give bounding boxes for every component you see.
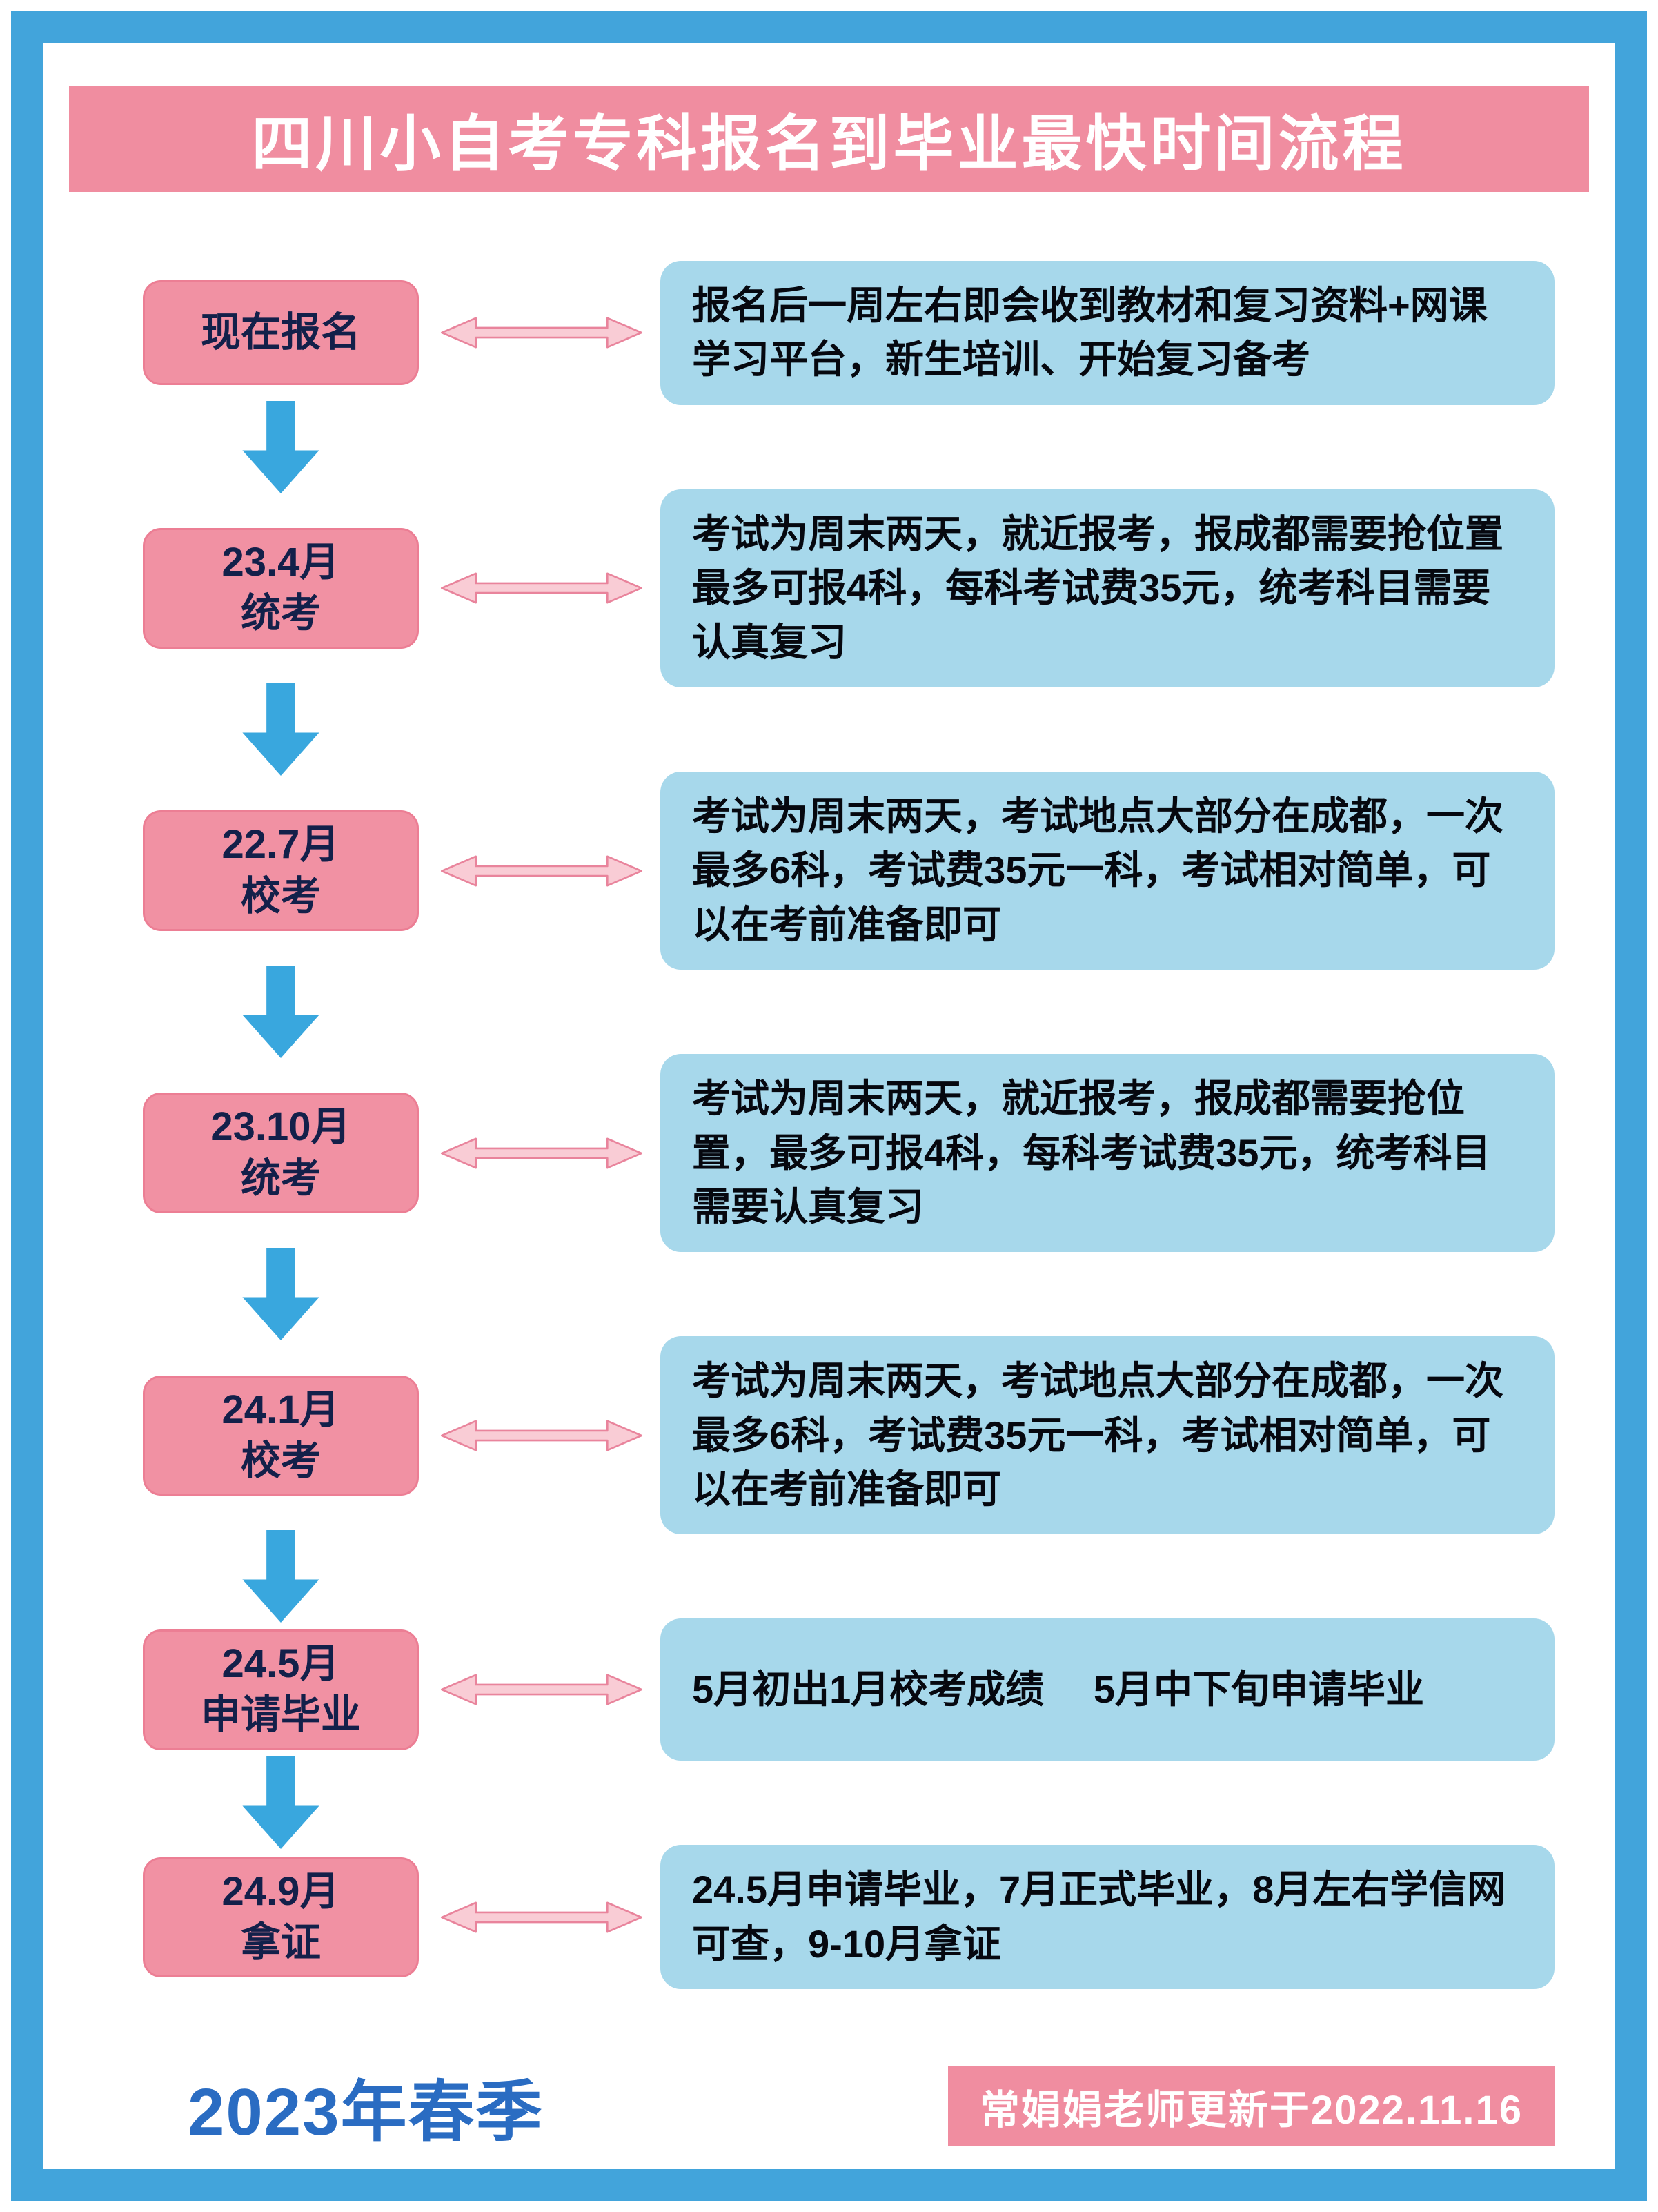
down-arrow-icon (242, 1530, 319, 1623)
flow-node-label: 统考 (240, 591, 321, 636)
double-arrow-icon (440, 1901, 642, 1933)
flow-row: 23.10月 统考 考试为周末两天，就近报考，报成都需要抢位置，最多可报4科，每… (139, 1054, 1555, 1253)
down-arrow-icon (242, 1756, 319, 1850)
flow-row: 现在报名 报名后一周左右即会收到教材和复习资料+网课学习平台，新生培训、开始复习… (139, 261, 1555, 405)
down-arrow-icon (242, 1248, 319, 1341)
down-arrow-row (139, 683, 422, 776)
flow-node: 24.1月 校考 (143, 1375, 419, 1496)
step-description: 考试为周末两天，就近报考，报成都需要抢位置最多可报4科，每科考试费35元，统考科… (660, 489, 1555, 687)
description-column: 考试为周末两天，考试地点大部分在成都，一次最多6科，考试费35元一科，考试相对简… (660, 771, 1555, 970)
page-title: 四川小自考专科报名到毕业最快时间流程 (69, 86, 1589, 192)
flow-row: 22.7月 校考 考试为周末两天，考试地点大部分在成都，一次最多6科，考试费35… (139, 771, 1555, 970)
down-arrow-icon (242, 966, 319, 1059)
flow-node-label: 申请毕业 (200, 1692, 361, 1738)
flow-node: 22.7月 校考 (143, 810, 419, 931)
arrow-column (422, 1416, 660, 1456)
double-arrow-icon (440, 1674, 642, 1705)
step-description-text: 考试为周末两天，就近报考，报成都需要抢位置，最多可报4科，每科考试费35元，统考… (692, 1077, 1491, 1229)
double-arrow-icon (440, 855, 642, 887)
step-description: 5月初出1月校考成绩 5月中下旬申请毕业 (660, 1618, 1555, 1761)
node-column: 22.7月 校考 (139, 810, 422, 931)
flow-node: 现在报名 (143, 280, 419, 386)
flow-row: 23.4月 统考 考试为周末两天，就近报考，报成都需要抢位置最多可报4科，每科考… (139, 489, 1555, 687)
footer: 2023年春季 常娟娟老师更新于2022.11.16 (188, 2058, 1555, 2154)
page-frame: 四川小自考专科报名到毕业最快时间流程 现在报名 报名后一周左右即会收到教材和复习… (11, 11, 1647, 2201)
flow-node-label: 统考 (240, 1155, 321, 1201)
flow-node-label: 24.5月 (221, 1641, 340, 1687)
flow-node-label: 校考 (240, 1438, 321, 1483)
arrow-column (422, 851, 660, 891)
arrow-column (422, 568, 660, 608)
step-description: 报名后一周左右即会收到教材和复习资料+网课学习平台，新生培训、开始复习备考 (660, 261, 1555, 405)
flow-node: 23.10月 统考 (143, 1093, 419, 1213)
arrow-column (422, 1670, 660, 1710)
node-column: 23.10月 统考 (139, 1093, 422, 1213)
update-note-banner: 常娟娟老师更新于2022.11.16 (947, 2066, 1555, 2146)
node-column: 24.5月 申请毕业 (139, 1629, 422, 1750)
flow-node-label: 24.9月 (221, 1868, 340, 1914)
description-column: 考试为周末两天，就近报考，报成都需要抢位置最多可报4科，每科考试费35元，统考科… (660, 489, 1555, 687)
flow-node-label: 24.1月 (221, 1387, 340, 1432)
step-description: 24.5月申请毕业，7月正式毕业，8月左右学信网可查，9-10月拿证 (660, 1845, 1555, 1990)
down-arrow-row (139, 1530, 422, 1623)
step-description-text: 考试为周末两天，考试地点大部分在成都，一次最多6科，考试费35元一科，考试相对简… (692, 1359, 1503, 1511)
step-description-text: 考试为周末两天，就近报考，报成都需要抢位置最多可报4科，每科考试费35元，统考科… (692, 511, 1503, 664)
step-description: 考试为周末两天，就近报考，报成都需要抢位置，最多可报4科，每科考试费35元，统考… (660, 1054, 1555, 1253)
step-description-text: 24.5月申请毕业，7月正式毕业，8月左右学信网可查，9-10月拿证 (692, 1868, 1506, 1966)
arrow-column (422, 1133, 660, 1173)
node-column: 现在报名 (139, 280, 422, 386)
step-description-text: 考试为周末两天，考试地点大部分在成都，一次最多6科，考试费35元一科，考试相对简… (692, 794, 1503, 946)
down-arrow-row (139, 400, 422, 493)
arrow-column (422, 1897, 660, 1937)
flow-row: 24.5月 申请毕业 5月初出1月校考成绩 5月中下旬申请毕业 (139, 1618, 1555, 1761)
flow-node-label: 现在报名 (200, 310, 361, 355)
double-arrow-icon (440, 317, 642, 349)
double-arrow-icon (440, 1420, 642, 1451)
arrow-column (422, 313, 660, 353)
step-description: 考试为周末两天，考试地点大部分在成都，一次最多6科，考试费35元一科，考试相对简… (660, 1336, 1555, 1535)
flow-node: 23.4月 统考 (143, 528, 419, 649)
flow-node: 24.5月 申请毕业 (143, 1629, 419, 1750)
flowchart: 现在报名 报名后一周左右即会收到教材和复习资料+网课学习平台，新生培训、开始复习… (43, 261, 1615, 1990)
description-column: 报名后一周左右即会收到教材和复习资料+网课学习平台，新生培训、开始复习备考 (660, 261, 1555, 405)
down-arrow-row (139, 1248, 422, 1341)
step-description-text: 5月初出1月校考成绩 5月中下旬申请毕业 (692, 1667, 1424, 1712)
step-description-text: 报名后一周左右即会收到教材和复习资料+网课学习平台，新生培训、开始复习备考 (692, 284, 1488, 382)
flow-node-label: 校考 (240, 873, 321, 919)
node-column: 23.4月 统考 (139, 528, 422, 649)
flow-node-label: 22.7月 (221, 822, 340, 868)
flow-node-label: 拿证 (240, 1919, 321, 1965)
node-column: 24.9月 拿证 (139, 1857, 422, 1978)
description-column: 考试为周末两天，就近报考，报成都需要抢位置，最多可报4科，每科考试费35元，统考… (660, 1054, 1555, 1253)
flow-row: 24.1月 校考 考试为周末两天，考试地点大部分在成都，一次最多6科，考试费35… (139, 1336, 1555, 1535)
description-column: 24.5月申请毕业，7月正式毕业，8月左右学信网可查，9-10月拿证 (660, 1845, 1555, 1990)
season-label: 2023年春季 (188, 2075, 544, 2150)
flow-node-label: 23.10月 (210, 1104, 351, 1150)
flow-row: 24.9月 拿证 24.5月申请毕业，7月正式毕业，8月左右学信网可查，9-10… (139, 1845, 1555, 1990)
double-arrow-icon (440, 1137, 642, 1169)
description-column: 考试为周末两天，考试地点大部分在成都，一次最多6科，考试费35元一科，考试相对简… (660, 1336, 1555, 1535)
step-description: 考试为周末两天，考试地点大部分在成都，一次最多6科，考试费35元一科，考试相对简… (660, 771, 1555, 970)
down-arrow-icon (242, 400, 319, 493)
down-arrow-icon (242, 683, 319, 776)
flow-node: 24.9月 拿证 (143, 1857, 419, 1978)
node-column: 24.1月 校考 (139, 1375, 422, 1496)
down-arrow-row (139, 1756, 422, 1850)
flow-node-label: 23.4月 (221, 540, 340, 585)
description-column: 5月初出1月校考成绩 5月中下旬申请毕业 (660, 1618, 1555, 1761)
double-arrow-icon (440, 572, 642, 604)
down-arrow-row (139, 966, 422, 1059)
